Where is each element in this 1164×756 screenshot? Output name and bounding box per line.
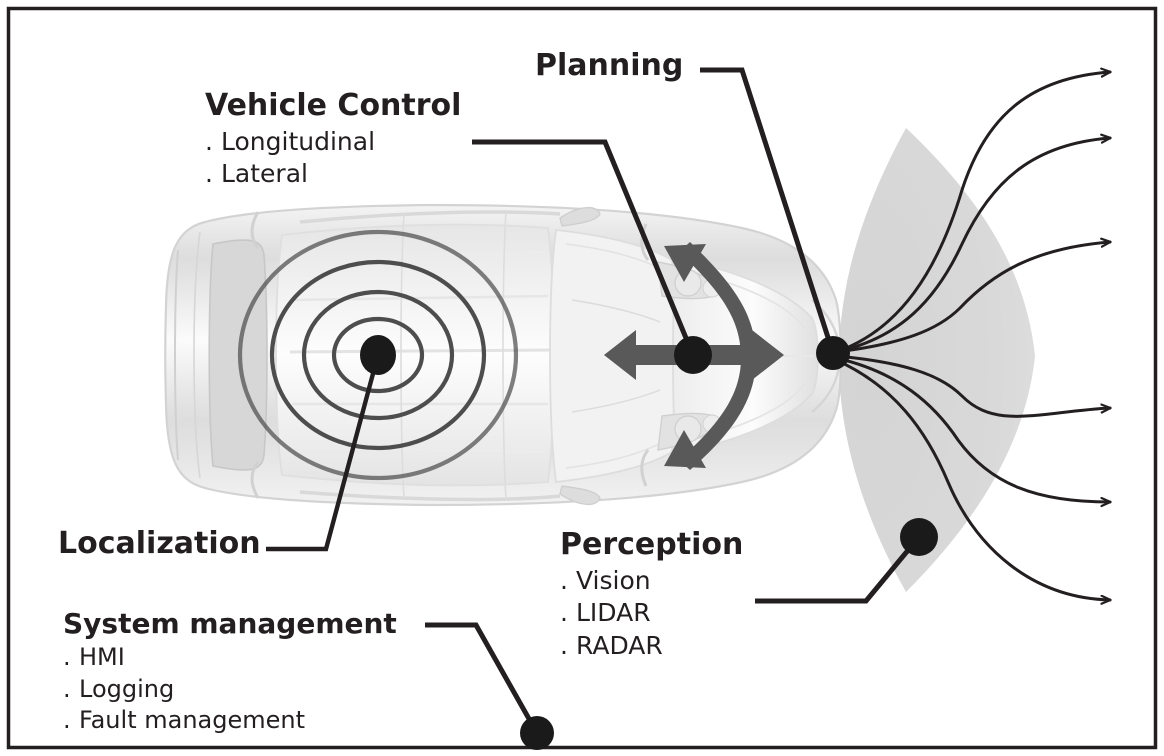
list-item: . LIDAR	[560, 597, 743, 630]
localization-ring-1	[331, 316, 425, 394]
list-item: . Longitudinal	[205, 126, 461, 159]
localization-ring-2	[301, 289, 455, 421]
planning-node	[816, 336, 850, 370]
leader-perception	[755, 535, 921, 604]
list-item: . Lateral	[205, 158, 461, 191]
vehicle-illustration	[164, 203, 842, 507]
label-localization: Localization	[58, 528, 261, 560]
label-vehicle-control-title: Vehicle Control	[205, 88, 462, 123]
localization-ring-4	[237, 229, 519, 481]
list-item-label: Logging	[79, 674, 175, 703]
bullet-icon: .	[205, 126, 213, 156]
lateral-arrow	[679, 242, 757, 470]
leader-lines	[266, 67, 921, 735]
label-localization-title: Localization	[58, 526, 261, 561]
list-item: . HMI	[63, 642, 397, 673]
localization-node	[360, 335, 396, 375]
label-perception-items: . Vision . LIDAR . RADAR	[560, 565, 743, 663]
localization-rings	[237, 229, 519, 481]
perception-node	[900, 518, 938, 556]
node-dots	[360, 335, 938, 750]
leader-vehicle-control	[472, 139, 696, 356]
list-item-label: Lateral	[221, 159, 308, 188]
label-perception: Perception . Vision . LIDAR . RADAR	[560, 529, 743, 662]
label-system-management-items: . HMI . Logging . Fault management	[63, 642, 397, 736]
bullet-icon: .	[63, 705, 71, 734]
bullet-icon: .	[63, 643, 71, 672]
trajectory-6	[834, 358, 1110, 600]
label-vehicle-control-items: . Longitudinal . Lateral	[205, 126, 461, 191]
system-management-node	[520, 716, 554, 750]
bullet-icon: .	[560, 598, 568, 627]
list-item-label: RADAR	[576, 630, 663, 660]
label-system-management: System management . HMI . Logging . Fault m…	[63, 609, 397, 736]
list-item: . Vision	[560, 565, 743, 598]
lateral-arrow-head-bottom	[664, 430, 706, 468]
list-item-label: Fault management	[79, 705, 305, 734]
list-item-label: Longitudinal	[221, 126, 376, 156]
bullet-icon: .	[560, 565, 568, 595]
trajectory-2	[834, 138, 1110, 354]
trajectory-5	[834, 356, 1110, 502]
label-planning-title: Planning	[535, 48, 684, 83]
label-planning: Planning	[535, 50, 683, 82]
list-item: . RADAR	[560, 630, 743, 663]
label-system-management-title: System management	[63, 607, 397, 640]
bullet-icon: .	[63, 674, 71, 703]
perception-cone	[838, 128, 1035, 592]
trajectory-fan	[834, 72, 1110, 600]
label-vehicle-control: Vehicle Control . Longitudinal . Lateral	[205, 90, 461, 191]
leader-localization	[266, 354, 381, 552]
label-perception-title: Perception	[560, 527, 744, 562]
list-item-label: Vision	[576, 565, 651, 595]
trajectory-1	[834, 72, 1110, 354]
trajectory-3	[834, 242, 1110, 354]
list-item: . Logging	[63, 674, 397, 705]
trajectory-4	[834, 354, 1110, 418]
bullet-icon: .	[560, 630, 568, 660]
vehicle-control-node	[674, 336, 712, 374]
leader-system-management	[425, 622, 540, 735]
localization-ring-3	[269, 259, 487, 451]
lateral-arrow-head-top	[664, 244, 706, 282]
leader-planning	[700, 67, 836, 354]
list-item-label: LIDAR	[576, 598, 651, 627]
list-item-label: HMI	[79, 643, 125, 672]
list-item: . Fault management	[63, 705, 397, 736]
bullet-icon: .	[205, 159, 213, 188]
